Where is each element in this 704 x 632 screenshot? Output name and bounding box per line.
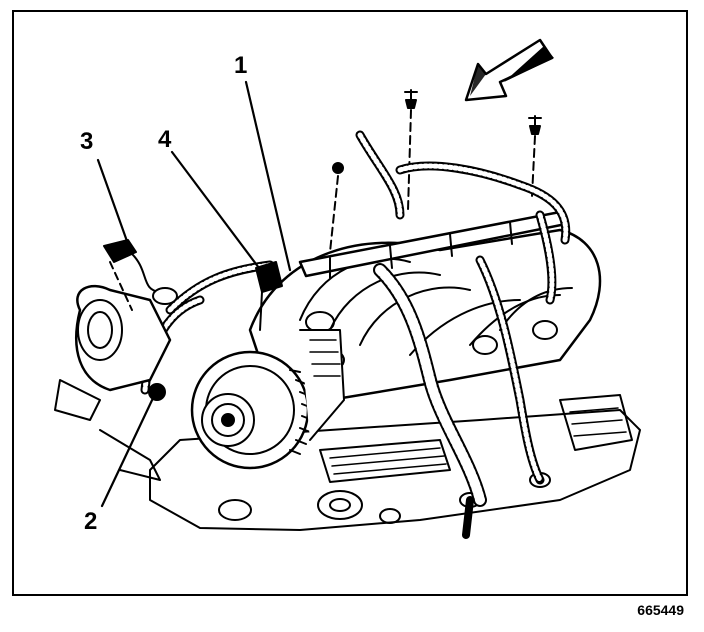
leader-lines	[96, 80, 292, 508]
leader-1	[244, 80, 292, 272]
bolt-1	[404, 89, 418, 211]
alternator	[190, 329, 345, 470]
leader-4	[170, 150, 264, 274]
part-4-sensor	[255, 261, 283, 331]
direction-arrow	[464, 38, 554, 102]
throttle-body	[54, 284, 172, 481]
leader-3	[96, 158, 130, 246]
figure-id: 665449	[637, 602, 684, 618]
bolt-2	[528, 115, 542, 197]
leader-2	[100, 394, 156, 508]
callout-2: 2	[84, 508, 98, 535]
callout-3: 3	[80, 128, 94, 155]
bolts	[329, 89, 542, 253]
callout-4: 4	[158, 126, 172, 153]
callout-1: 1	[234, 52, 248, 79]
part-3-connector	[103, 239, 178, 311]
part-2-sensor	[148, 383, 166, 401]
bolt-3	[329, 162, 344, 253]
